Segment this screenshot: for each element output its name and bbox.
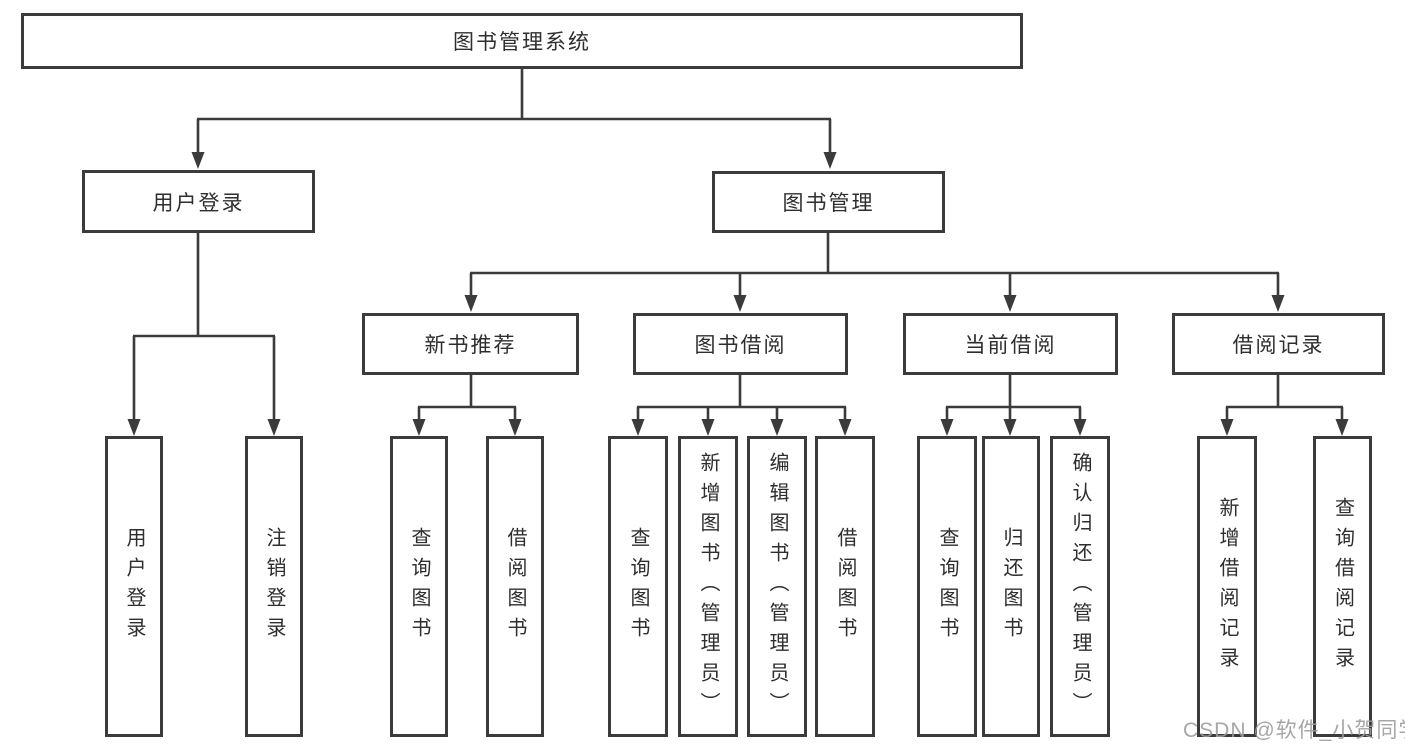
leaf-recommend-borrow-books-label: 借阅图书: [504, 526, 526, 647]
node-borrow-records-label: 借阅记录: [1232, 334, 1325, 357]
leaf-edit-books-admin: 编辑图书（管理员）: [747, 436, 807, 737]
node-user-login: 用户登录: [82, 170, 315, 233]
node-new-book-recommend: 新书推荐: [362, 313, 579, 375]
leaf-confirm-return-admin: 确认归还（管理员）: [1050, 436, 1110, 737]
leaf-add-books-admin-label: 新增图书（管理员）: [697, 451, 719, 722]
csdn-watermark: CSDN @软件_小贺同学: [1183, 719, 1405, 742]
node-book-borrow-label: 图书借阅: [694, 334, 787, 357]
leaf-add-borrow-record-label: 新增借阅记录: [1216, 496, 1238, 677]
leaf-add-books-admin: 新增图书（管理员）: [678, 436, 738, 737]
leaf-recommend-query-books-label: 查询图书: [408, 526, 430, 647]
node-new-book-recommend-label: 新书推荐: [424, 334, 517, 357]
leaf-query-borrow-record: 查询借阅记录: [1313, 436, 1372, 737]
leaf-recommend-borrow-books: 借阅图书: [486, 436, 544, 737]
node-current-borrow-label: 当前借阅: [964, 334, 1057, 357]
node-book-borrow: 图书借阅: [633, 313, 848, 375]
leaf-edit-books-admin-label: 编辑图书（管理员）: [766, 451, 788, 722]
leaf-add-borrow-record: 新增借阅记录: [1197, 436, 1257, 737]
leaf-confirm-return-admin-label: 确认归还（管理员）: [1069, 451, 1091, 722]
node-library-system-label: 图书管理系统: [453, 31, 591, 54]
leaf-user-login: 用户登录: [105, 436, 163, 737]
leaf-borrow-books: 借阅图书: [815, 436, 875, 737]
leaf-query-borrow-record-label: 查询借阅记录: [1331, 496, 1354, 677]
leaf-logout-label: 注销登录: [263, 526, 285, 647]
node-user-login-label: 用户登录: [152, 191, 245, 215]
leaf-current-query-books: 查询图书: [917, 436, 977, 737]
node-book-management-label: 图书管理: [782, 192, 875, 215]
node-book-management: 图书管理: [712, 171, 945, 233]
leaf-return-books: 归还图书: [982, 436, 1040, 737]
leaf-current-query-books-label: 查询图书: [936, 526, 958, 647]
leaf-return-books-label: 归还图书: [1000, 526, 1022, 647]
node-borrow-records: 借阅记录: [1172, 313, 1385, 375]
leaf-borrow-query-books: 查询图书: [608, 436, 668, 737]
arrowheads: [127, 152, 1349, 436]
leaf-borrow-books-label: 借阅图书: [834, 526, 856, 647]
node-current-borrow: 当前借阅: [903, 313, 1118, 375]
node-library-system: 图书管理系统: [21, 13, 1023, 69]
leaf-recommend-query-books: 查询图书: [390, 436, 448, 737]
leaf-borrow-query-books-label: 查询图书: [627, 526, 649, 647]
leaf-logout: 注销登录: [245, 436, 303, 737]
leaf-user-login-label: 用户登录: [123, 526, 145, 647]
